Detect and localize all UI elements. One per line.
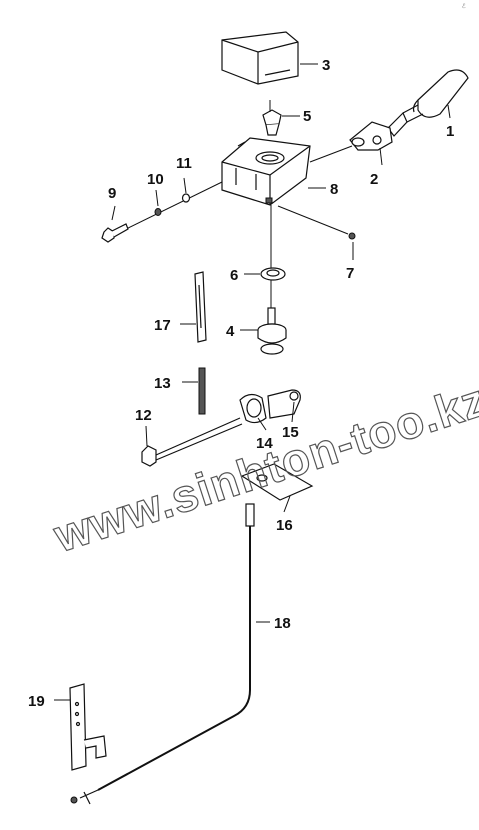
callout-2: 2 [370, 171, 378, 188]
callout-16: 16 [276, 517, 293, 534]
callout-17: 17 [154, 317, 171, 334]
callout-6: 6 [230, 267, 238, 284]
part-17-rod [194, 271, 207, 343]
part-18-cable [70, 503, 255, 805]
part-16-plate [240, 463, 314, 501]
part-3-cover [221, 31, 299, 85]
part-9-bolt [101, 223, 129, 243]
callout-11: 11 [176, 155, 192, 172]
part-19-bracket [69, 683, 107, 771]
callout-7: 7 [346, 265, 354, 282]
callout-12: 12 [135, 407, 152, 424]
part-1-lever [387, 69, 469, 137]
leader-lines [54, 63, 451, 701]
callout-9: 9 [108, 185, 116, 202]
callout-5: 5 [303, 108, 311, 125]
part-6-ring [260, 267, 286, 281]
part-5-nut [262, 109, 282, 136]
callout-19: 19 [28, 693, 45, 710]
callouts: 3 5 1 2 8 9 10 11 7 6 4 17 13 12 14 15 1… [28, 57, 454, 710]
part-7-nipple [348, 232, 356, 240]
callout-10: 10 [147, 171, 164, 188]
callout-14: 14 [256, 435, 273, 452]
part-10-washer [154, 208, 162, 216]
corner-mark: ℰ [462, 3, 468, 10]
part-11-washer [181, 193, 191, 203]
part-4-shaft [257, 307, 287, 355]
callout-3: 3 [322, 57, 330, 74]
callout-8: 8 [330, 181, 338, 198]
callout-4: 4 [226, 323, 235, 340]
part-12-bolt [141, 417, 243, 467]
part-2-clevis [349, 121, 393, 151]
callout-18: 18 [274, 615, 291, 632]
callout-13: 13 [154, 375, 171, 392]
callout-15: 15 [282, 424, 299, 441]
part-14-clamp [239, 393, 267, 424]
part-8-housing [221, 137, 311, 206]
callout-1: 1 [446, 123, 454, 140]
part-13-stud [198, 367, 206, 415]
part-15-clip [267, 389, 301, 419]
